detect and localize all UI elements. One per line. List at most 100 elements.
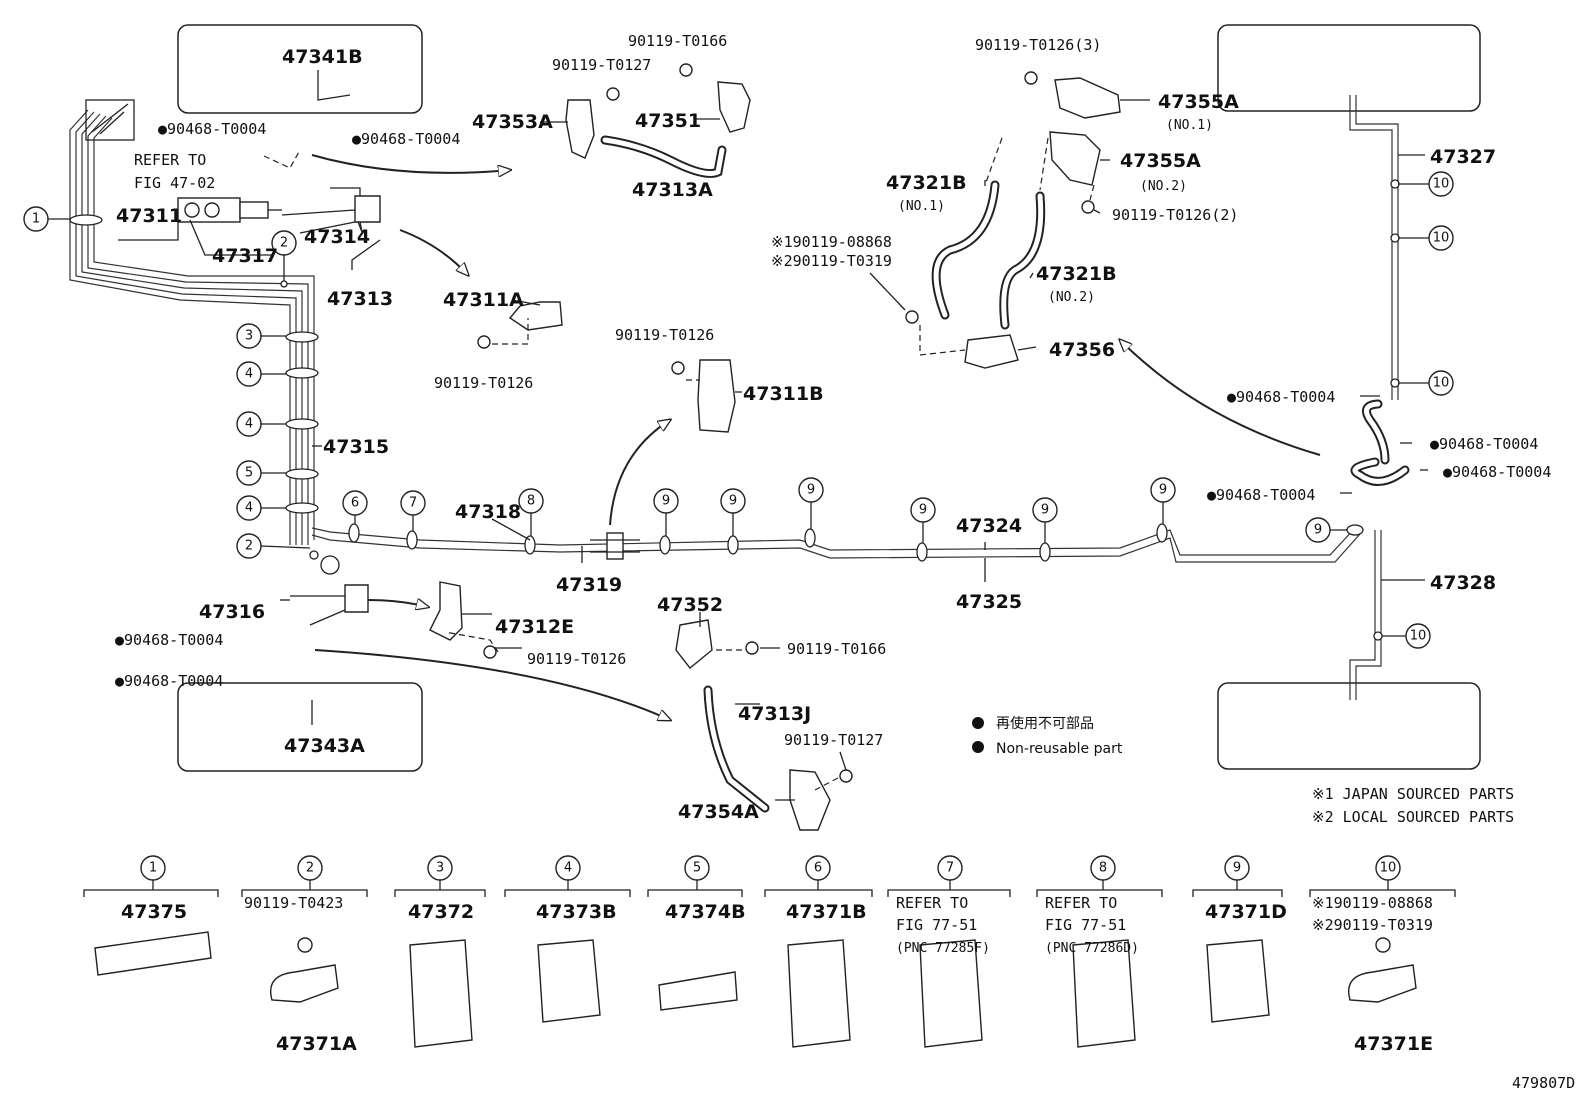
callout-9f: 9 xyxy=(1159,483,1167,498)
clip-catalog-text-0: 90119-T0423 xyxy=(244,894,343,912)
callout-10a: 10 xyxy=(1433,177,1450,192)
clip-catalog-sketch xyxy=(1072,939,1136,1048)
bracket-47356 xyxy=(964,334,1019,369)
label-no1-a: (NO.1) xyxy=(1166,118,1213,133)
non-reusable-dot-icon xyxy=(972,717,984,729)
label-47343A: 47343A xyxy=(284,735,365,757)
label-47318: 47318 xyxy=(455,501,521,523)
valve-outline xyxy=(85,99,135,141)
clip-ring-10c xyxy=(1390,378,1400,388)
clip-catalog-callout-circle xyxy=(1224,855,1250,881)
arrow-to-47313J xyxy=(314,649,670,720)
label-fig-47-02: FIG 47-02 xyxy=(134,174,215,192)
clip-catalog-bracket xyxy=(764,880,873,897)
bracket-47314 xyxy=(281,187,381,223)
legend: 再使用不可部品 Non-reusable part ※1 JAPAN SOURC… xyxy=(972,715,1514,826)
ref-box-47343A xyxy=(177,682,423,772)
clip-catalog-callout-circle xyxy=(140,855,166,881)
clip-ring-10b xyxy=(1390,233,1400,243)
clip-catalog-part-number: 47375 xyxy=(121,901,187,923)
clip-catalog-callout-circle xyxy=(1375,855,1401,881)
clip-catalog-bracket xyxy=(1036,880,1163,897)
figure-id: 479807D xyxy=(1512,1074,1575,1092)
label-90468-T0004-4: ●90468-T0004 xyxy=(115,672,223,690)
clip-catalog-sketch xyxy=(1348,964,1417,1003)
callout-9d: 9 xyxy=(919,503,927,518)
label-47324: 47324 xyxy=(956,515,1022,537)
label-47312E: 47312E xyxy=(495,616,574,638)
clip-catalog-text-2: (PNC 77285F) xyxy=(896,941,990,956)
clip-catalog-part-number: 47371B xyxy=(786,901,867,923)
clip-catalog-bracket xyxy=(1309,880,1456,897)
label-47313J: 47313J xyxy=(738,703,811,725)
label-47315: 47315 xyxy=(323,436,389,458)
note-local-sourced: ※2 LOCAL SOURCED PARTS xyxy=(1312,808,1514,826)
callout-4a: 4 xyxy=(245,367,253,382)
bracket-47316 xyxy=(290,550,369,626)
label-90119-T0126-c: 90119-T0126 xyxy=(527,650,626,668)
bracket-47355A-no1 xyxy=(1054,77,1121,119)
label-47311: 47311 xyxy=(116,205,182,227)
clip-catalog-callout-circle xyxy=(805,855,831,881)
clip-catalog-sketch xyxy=(919,939,983,1048)
clip-oval-9b xyxy=(727,535,739,555)
label-47317: 47317 xyxy=(212,245,278,267)
ref-box-47341B xyxy=(177,24,423,114)
arrow-to-47312E xyxy=(367,600,428,607)
label-47353A: 47353A xyxy=(472,111,553,133)
clip-catalog-text-0: REFER TO xyxy=(1045,894,1117,912)
clip-catalog-bracket xyxy=(1192,880,1283,897)
callout-6: 6 xyxy=(351,496,359,511)
label-90119-T0127-b: 90119-T0127 xyxy=(784,731,883,749)
clip-catalog-bracket xyxy=(241,880,368,897)
clip-catalog-callout-circle xyxy=(297,855,323,881)
clip-oval-9c xyxy=(804,528,816,548)
clip-catalog-sketch xyxy=(270,964,339,1003)
label-47316: 47316 xyxy=(199,601,265,623)
label-47356: 47356 xyxy=(1049,339,1115,361)
ref-box-bottom-right xyxy=(1217,682,1481,770)
label-no1-b: (NO.1) xyxy=(898,199,945,214)
label-90468-T0004-6: ●90468-T0004 xyxy=(1430,435,1538,453)
clip-oval-4b xyxy=(285,418,319,430)
label-47319: 47319 xyxy=(556,574,622,596)
clip-catalog-bracket xyxy=(394,880,486,897)
label-90468-T0004-8: ●90468-T0004 xyxy=(1207,486,1315,504)
label-90119-T0166-a: 90119-T0166 xyxy=(628,32,727,50)
note-japan-sourced: ※1 JAPAN SOURCED PARTS xyxy=(1312,785,1514,803)
label-47341B: 47341B xyxy=(282,46,363,68)
clip-catalog-number: 1 xyxy=(149,861,157,876)
label-47325: 47325 xyxy=(956,591,1022,613)
clip-catalog-sketch xyxy=(94,931,212,976)
clip-catalog-bracket xyxy=(887,880,1011,897)
arrow-to-47313A xyxy=(311,154,510,173)
callout-7: 7 xyxy=(409,496,417,511)
clip-catalog-text-0: REFER TO xyxy=(896,894,968,912)
callout-9g: 9 xyxy=(1314,523,1322,538)
arrow-to-47311A xyxy=(399,229,468,275)
clip-catalog-callout-circle xyxy=(427,855,453,881)
label-90468-T0004-5: ●90468-T0004 xyxy=(1227,388,1335,406)
master-cylinder-47311 xyxy=(177,197,282,223)
callout-5: 5 xyxy=(245,466,253,481)
label-ast1-90119-08868: ※190119-08868 xyxy=(771,233,892,251)
label-47313A: 47313A xyxy=(632,179,713,201)
clip-oval-6 xyxy=(348,523,360,543)
label-47354A: 47354A xyxy=(678,801,759,823)
clip-oval-3 xyxy=(285,331,319,343)
bracket-47354A xyxy=(789,769,831,831)
clip-catalog-sketch xyxy=(537,939,601,1023)
label-90468-T0004-7: ●90468-T0004 xyxy=(1443,463,1551,481)
clip-catalog-number: 3 xyxy=(436,861,444,876)
clip-oval-8 xyxy=(524,535,536,555)
clip-catalog-part-number: 47371E xyxy=(1354,1033,1433,1055)
leader-lines xyxy=(118,70,1430,801)
label-90468-T0004-3: ●90468-T0004 xyxy=(115,631,223,649)
